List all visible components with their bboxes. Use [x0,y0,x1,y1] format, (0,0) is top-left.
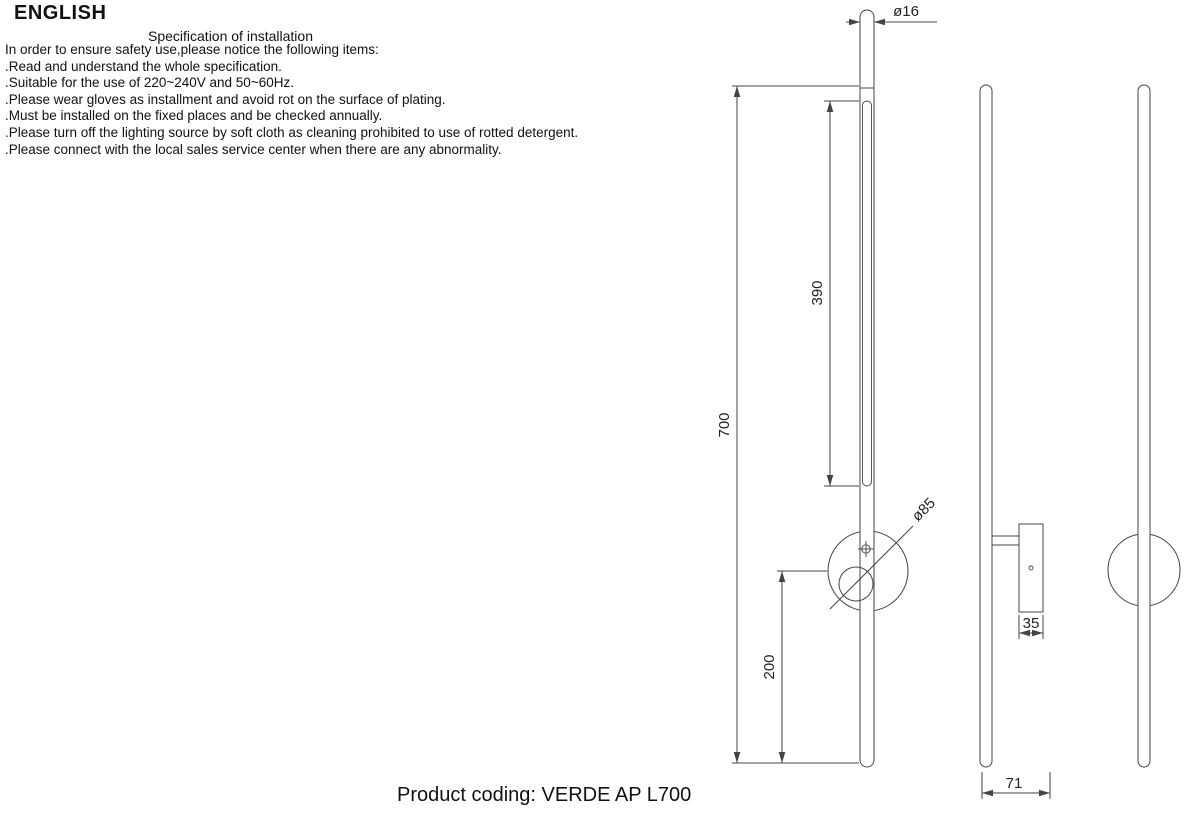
spec-item: .Suitable for the use of 220~240V and 50… [5,75,294,91]
dimension-total-depth: 71 [981,772,1051,799]
dim-label-base-diameter: ø85 [909,495,939,525]
spec-item: .Please connect with the local sales ser… [5,141,502,157]
dimension-total-height: 700 [716,85,859,764]
spec-item: .Read and understand the whole specifica… [5,58,282,74]
rear-lamp-bar [1137,84,1151,768]
spec-notice-block: In order to ensure safety use,please not… [5,42,578,158]
spec-title: Specification of installation [148,28,313,44]
rear-view [1107,84,1181,768]
lamp-tube [859,9,875,768]
dim-label-plate-depth: 35 [1023,615,1040,632]
dimension-tube-diameter: ø16 [846,3,937,26]
dim-label-tube-diameter: ø16 [893,3,919,20]
front-view: ø16 700 390 200 [716,3,939,768]
spec-item: .Please wear gloves as installment and a… [5,91,446,107]
spec-intro: In order to ensure safety use,please not… [5,42,379,57]
dim-label-lower-offset: 200 [761,654,778,679]
dim-label-total-height: 700 [716,412,733,437]
spec-item: .Please turn off the lighting source by … [5,124,579,140]
dimension-plate-depth: 35 [1018,615,1044,639]
dimension-lamp-length: 390 [809,100,859,487]
side-view: 35 71 [979,84,1051,799]
center-mark [858,541,874,557]
language-title: ENGLISH [14,2,107,24]
pivot-circle [838,566,874,602]
wall-plate [1018,523,1044,613]
led-strip [862,100,872,487]
dim-label-total-depth: 71 [1006,775,1023,792]
dimension-lower-offset: 200 [761,570,827,763]
spec-item: .Must be installed on the fixed places a… [5,108,383,124]
dimension-base-diameter: ø85 [829,495,939,610]
side-lamp-bar [979,84,993,768]
plate-screw [1028,565,1034,571]
product-coding: Product coding: VERDE AP L700 [397,784,692,806]
dim-label-lamp-length: 390 [809,280,826,305]
